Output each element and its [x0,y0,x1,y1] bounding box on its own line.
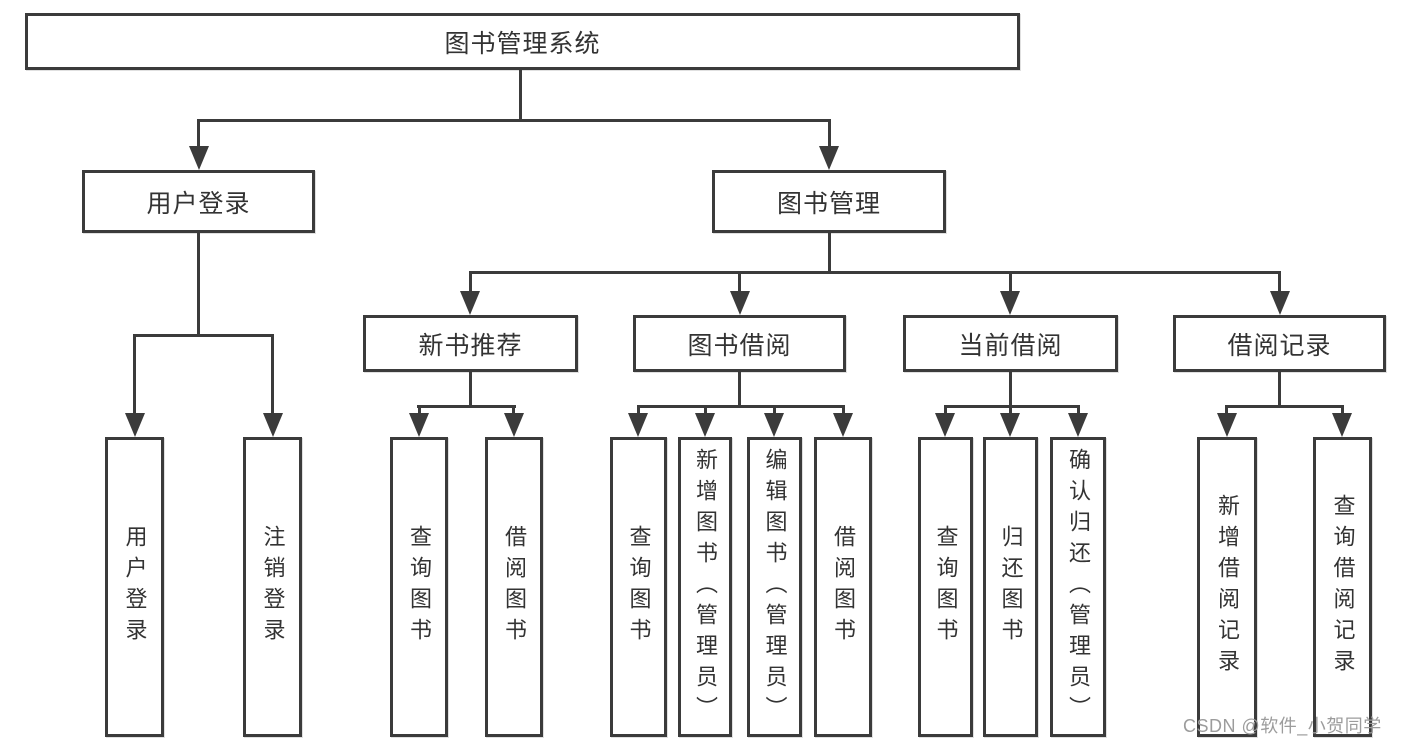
connector-line [512,405,515,417]
node-label: 用户登录 [146,189,251,218]
node-logout: 注销登录 [243,437,302,737]
node-label: 用户登录 [122,525,148,649]
node-label: 借阅记录 [1227,331,1332,360]
connector-line [637,405,640,417]
connector-line [828,233,831,274]
node-query-books-current: 查询图书 [918,437,973,737]
connector-line [1009,271,1012,294]
connector-line [738,271,741,294]
node-book-management: 图书管理 [712,170,946,233]
node-label: 新书推荐 [418,331,523,360]
node-book-borrowing: 图书借阅 [633,315,846,372]
node-label: 归还图书 [998,525,1024,649]
node-label: 图书借阅 [687,331,792,360]
arrowhead-down [695,413,715,437]
node-label: 图书管理 [776,189,881,218]
connector-line [1278,271,1281,294]
node-label: 借阅图书 [831,525,856,649]
node-query-borrow-record: 查询借阅记录 [1313,437,1372,737]
node-label: 新增图书（管理员） [693,447,718,727]
connector-line [637,405,845,408]
node-user-login: 用户登录 [82,170,315,233]
arrowhead-down [460,291,480,315]
node-label: 图书管理系统 [444,29,601,58]
node-label: 确认归还（管理员） [1066,447,1091,727]
connector-line [738,372,741,408]
node-return-books: 归还图书 [983,437,1038,737]
node-add-book-admin: 新增图书（管理员） [678,437,732,737]
connector-line [842,405,845,417]
connector-line [704,405,707,417]
connector-line [133,334,274,337]
arrowhead-down [189,146,209,170]
node-label: 借阅图书 [502,525,527,649]
connector-line [1341,405,1344,417]
node-book-management-system: 图书管理系统 [25,13,1020,70]
node-label: 当前借阅 [958,331,1063,360]
arrowhead-down [1217,413,1237,437]
watermark-text: CSDN @软件_小贺同学 [1183,716,1382,736]
connector-line [1225,405,1228,417]
arrowhead-down [125,413,145,437]
connector-line [197,119,831,122]
arrowhead-down [1270,291,1290,315]
node-label: 查询图书 [933,525,959,649]
connector-line [197,233,200,336]
node-borrow-books-borrow: 借阅图书 [814,437,872,737]
node-confirm-return-admin: 确认归还（管理员） [1050,437,1106,737]
node-borrow-books-newbooks: 借阅图书 [485,437,543,737]
connector-line [133,334,136,417]
node-label: 查询图书 [407,525,432,649]
arrowhead-down [504,413,524,437]
connector-line [197,119,200,149]
node-edit-book-admin: 编辑图书（管理员） [747,437,802,737]
connector-line [773,405,776,417]
connector-line [417,405,516,408]
arrowhead-down [764,413,784,437]
node-user-login-leaf: 用户登录 [105,437,164,737]
node-label: 查询图书 [626,525,652,649]
connector-line [469,271,472,294]
node-add-borrow-record: 新增借阅记录 [1197,437,1257,737]
arrowhead-down [263,413,283,437]
connector-line [1278,372,1281,408]
arrowhead-down [628,413,648,437]
connector-line [1225,405,1344,408]
arrowhead-down [935,413,955,437]
node-borrowing-records: 借阅记录 [1173,315,1386,372]
node-new-book-recommend: 新书推荐 [363,315,578,372]
node-label: 查询借阅记录 [1330,494,1356,680]
connector-line [944,405,947,417]
arrowhead-down [1000,413,1020,437]
node-label: 注销登录 [260,525,286,649]
arrowhead-down [833,413,853,437]
arrowhead-down [1068,413,1088,437]
connector-line [944,405,1080,408]
connector-line [519,70,522,122]
arrowhead-down [730,291,750,315]
connector-line [418,405,421,417]
connector-line [1077,405,1080,417]
connector-line [469,372,472,408]
connector-line [1009,372,1012,408]
arrowhead-down [1332,413,1352,437]
connector-line [1009,405,1012,417]
node-query-books-borrow: 查询图书 [610,437,667,737]
connector-line [271,334,274,417]
arrowhead-down [1000,291,1020,315]
arrowhead-down [819,146,839,170]
connector-line [828,119,831,149]
connector-line [469,271,1281,274]
node-label: 编辑图书（管理员） [762,447,788,727]
node-query-books-newbooks: 查询图书 [390,437,448,737]
arrowhead-down [409,413,429,437]
node-label: 新增借阅记录 [1215,494,1240,680]
node-current-borrowing: 当前借阅 [903,315,1118,372]
